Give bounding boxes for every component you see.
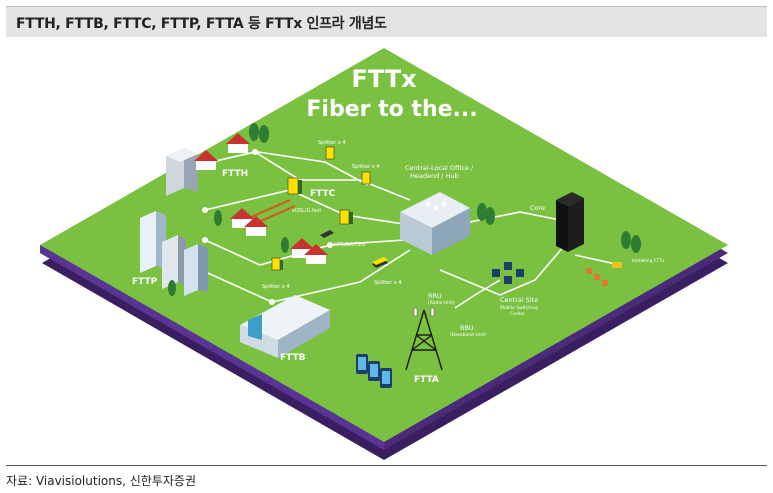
fiber-node: [252, 149, 258, 155]
house-icon: [194, 150, 218, 170]
smartphone-icon: [380, 368, 392, 388]
fiber-line: [454, 279, 501, 309]
fiber-line: [257, 151, 369, 186]
installing-area-icon: [586, 262, 622, 286]
diagram-svg: FTTx Fiber to the... FTTH Splitter x 4 S…: [40, 48, 728, 460]
tree-icon: [621, 231, 641, 253]
footer-divider: [6, 465, 767, 466]
tree-icon: [214, 210, 289, 253]
headline-fiber-to-the: Fiber to the...: [306, 97, 477, 122]
smartphone-icon: [368, 361, 380, 381]
smartphone-icon: [356, 354, 368, 374]
central-site-icon: [492, 262, 524, 284]
label-bbu: BBU: [460, 324, 474, 332]
fiber-line: [439, 244, 566, 296]
fttp-building-icon: [162, 235, 186, 289]
splitter-box-icon: [325, 146, 335, 160]
label-fttb: FTTB: [280, 353, 306, 363]
fttp-building-icon: [184, 244, 208, 296]
label-radio-unit: (Radio Unit): [428, 300, 455, 306]
device-icon: [372, 257, 388, 268]
headline-fttx: FTTx: [351, 65, 417, 93]
fiber-line: [189, 249, 411, 303]
fiber-node: [202, 237, 208, 243]
fttb-building-icon: [240, 295, 330, 358]
fiber-node: [269, 299, 275, 305]
source-caption: 자료: Viavisiolutions, 신한투자증권: [6, 474, 196, 488]
label-headend-hub: Headend / Hub: [410, 172, 459, 180]
label-central-office: Central-Local Office /: [405, 164, 474, 172]
ftth-apartment: [166, 148, 198, 196]
device-icon: [320, 230, 334, 238]
label-splitter: Splitter x 4: [352, 164, 380, 170]
fiber-line: [454, 211, 561, 226]
label-xdsl: xDSL/G.fast: [292, 208, 321, 214]
fiber-lines: [189, 151, 621, 309]
fttx-diagram: FTTx Fiber to the... FTTH Splitter x 4 S…: [0, 40, 773, 460]
fiber-node: [327, 242, 333, 248]
label-fttc: FTTC: [310, 189, 336, 199]
label-splitter: Splitter x 4: [374, 280, 402, 286]
house-icon: [304, 244, 328, 264]
label-ftta: FTTA: [414, 375, 439, 385]
label-core: Core: [530, 204, 545, 212]
splitter-box-icon: [339, 209, 353, 225]
label-installing: Installing FTTx: [632, 258, 665, 264]
label-center: Center: [510, 311, 525, 317]
label-central-site: Central Site: [500, 296, 538, 304]
header-bar: FTTH, FTTB, FTTC, FTTP, FTTA 등 FTTx 인프라 …: [6, 6, 767, 37]
splitter-box-icon: [361, 171, 371, 185]
page-title: FTTH, FTTB, FTTC, FTTP, FTTA 등 FTTx 인프라 …: [16, 16, 387, 32]
platform-edge-left: [40, 245, 384, 450]
label-mobile-switching: Mobile Switching: [500, 305, 538, 311]
label-splitter: Splitter x 4: [318, 140, 346, 146]
central-office-icon: [400, 192, 470, 255]
splitter-box-icon: [271, 257, 283, 271]
house-icon: [226, 133, 250, 153]
label-splitter: Splitter x 4: [262, 284, 290, 290]
ftta-tower-icon: [405, 309, 443, 371]
tree-icon: [168, 280, 176, 296]
fttc-cabinet-icon: [287, 177, 302, 195]
label-fttp: FTTP: [132, 277, 158, 287]
fiber-line: [204, 189, 411, 226]
label-hfc: HFC/DOCSIS: [334, 242, 365, 248]
label-rru: RRU: [428, 292, 442, 300]
tree-icon: [477, 203, 495, 225]
label-baseband-unit: (Baseband Unit): [450, 332, 487, 338]
antenna-icon: [413, 307, 435, 317]
house-icon: [244, 216, 268, 236]
fiber-node: [202, 207, 208, 213]
label-ftth: FTTH: [222, 169, 248, 179]
house-icon: [230, 208, 254, 228]
tree-icon: [249, 123, 269, 143]
core-server-icon: [556, 192, 584, 252]
